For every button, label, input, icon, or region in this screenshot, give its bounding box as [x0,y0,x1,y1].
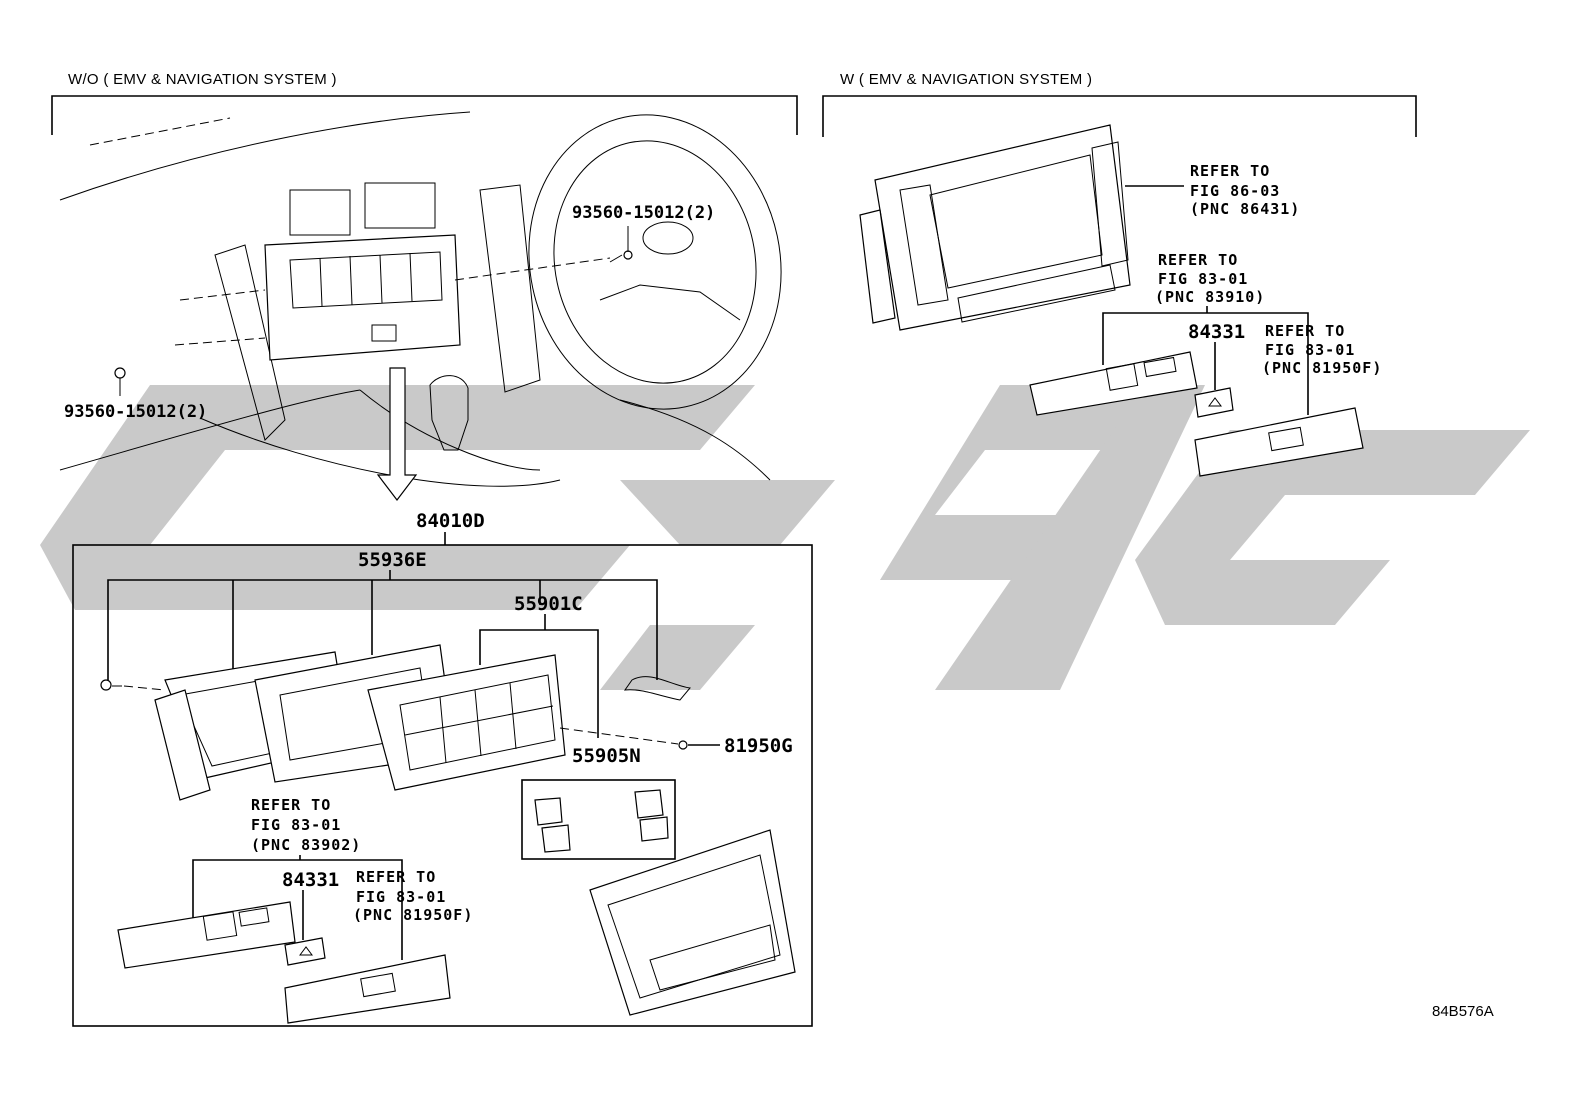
part-number-switch-left: 84331 [282,869,339,891]
right-section-bracket [822,95,1417,137]
screw-lower-icon [114,367,126,396]
ref-83902-line1: REFER TO [251,796,331,814]
watermark-logo [40,385,1530,690]
ref-83902-line2: FIG 83-01 [251,816,341,834]
ref-86431-line2: FIG 86-03 [1190,182,1280,200]
switch-panel-right [1029,351,1198,416]
navigation-unit [859,124,1131,331]
ref-83902-line3: (PNC 83902) [251,836,361,854]
part-number-screw-lower: 93560-15012(2) [64,402,207,422]
control-panel-unit [367,654,566,791]
ref-81950f-left-line1: REFER TO [356,868,436,886]
part-number-screw-upper: 93560-15012(2) [572,203,715,223]
knob-icon [534,789,669,853]
ref-83910-line1: REFER TO [1158,251,1238,269]
ref-81950f-right-line2: FIG 83-01 [1265,341,1355,359]
ref-86431-line1: REFER TO [1190,162,1270,180]
ref-83910-line3: (PNC 83910) [1155,288,1265,306]
ref-81950f-left-line2: FIG 83-01 [356,888,446,906]
part-number-bulb: 81950G [724,735,793,757]
left-section-bracket [51,95,798,135]
ref-86431-line3: (PNC 86431) [1190,200,1300,218]
ribbon-cable [623,676,691,701]
screw-upper-icon [609,250,633,263]
part-number-assembly: 84010D [416,510,485,532]
ref-81950f-right-line1: REFER TO [1265,322,1345,340]
left-section-header: W/O ( EMV & NAVIGATION SYSTEM ) [68,71,337,88]
part-number-control-panel: 55901C [514,593,583,615]
ref-81950f-right-line3: (PNC 81950F) [1262,359,1382,377]
ref-83910-line2: FIG 83-01 [1158,270,1248,288]
screw-icon [100,679,166,691]
cover-panel-right [1194,407,1364,477]
part-number-knobs: 55905N [572,745,641,767]
bulb-icon [559,727,688,750]
bezel-frame [589,829,796,1016]
right-section-header: W ( EMV & NAVIGATION SYSTEM ) [840,71,1092,88]
switch-panel-left [117,901,296,969]
dashboard-overview [59,111,782,501]
down-arrow-icon [376,367,418,501]
ref-81950f-left-line3: (PNC 81950F) [353,906,473,924]
hazard-switch-left-icon [284,937,326,966]
part-number-panel: 55936E [358,549,427,571]
knobs-box [521,779,676,860]
figure-code: 84B576A [1432,1003,1494,1020]
assembly-box [72,544,813,1027]
hazard-switch-right-icon [1194,387,1234,418]
cover-panel-left [284,954,451,1024]
part-number-switch-right: 84331 [1188,321,1245,343]
